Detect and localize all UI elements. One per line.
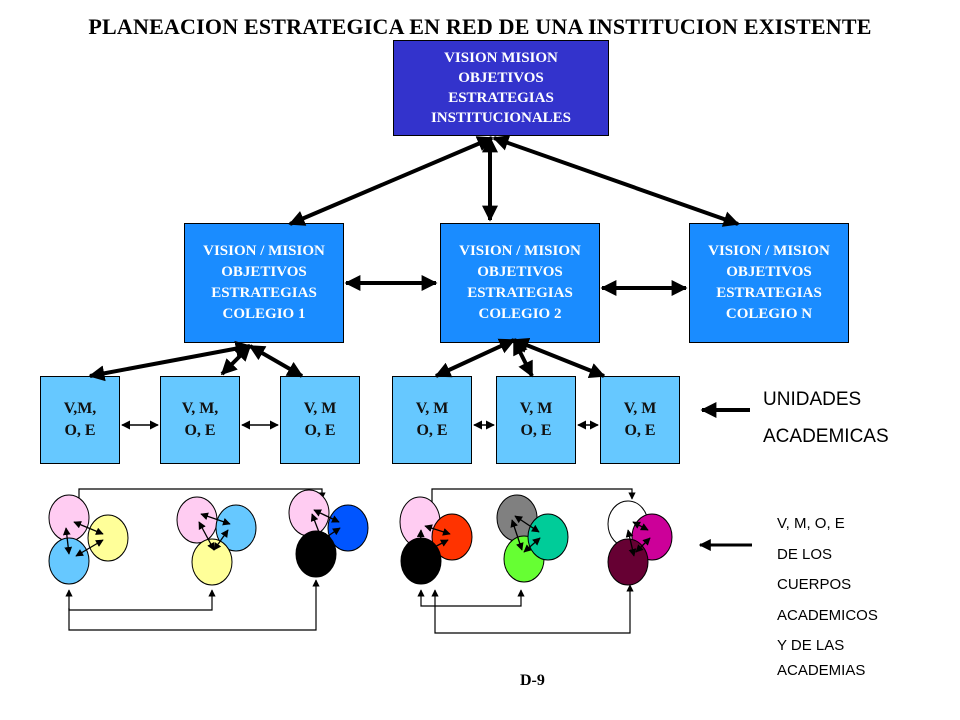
inner-arrow-3-bc — [321, 527, 341, 541]
unit-box-1: V,M, O, E — [40, 376, 120, 464]
bracket-bottom-right-inner — [417, 589, 525, 607]
bracket-top-left — [78, 488, 326, 505]
units-label-line-2: ACADEMICAS — [763, 426, 889, 447]
college-n-box: VISION / MISION OBJETIVOS ESTRATEGIAS CO… — [689, 223, 849, 343]
inner-arrow-5-ab — [514, 515, 540, 533]
inner-arrow-5-ac — [510, 519, 524, 551]
circle-group-3-c — [295, 530, 337, 578]
circle-group-5-b — [527, 513, 569, 561]
college-n-line-2: OBJETIVOS — [726, 264, 812, 280]
bodies-label-line-4: ACADEMICOS — [777, 606, 878, 624]
inner-arrow-3-ab — [313, 509, 340, 523]
arrow-college-1-unit-3 — [248, 344, 304, 378]
bracket-bottom-left-outer — [68, 579, 320, 631]
college-1-line-2: OBJETIVOS — [221, 264, 307, 280]
units-label-line-1: UNIDADES — [763, 389, 862, 410]
unit-6-line-2: O, E — [624, 422, 656, 439]
inner-arrow-2-bc — [213, 529, 229, 551]
bracket-bottom-left-inner — [65, 589, 216, 611]
college-1-line-4: COLEGIO 1 — [222, 306, 306, 322]
unit-4-line-1: V, M — [415, 400, 449, 417]
circle-group-1-b — [87, 514, 129, 562]
circle-group-1-c — [48, 537, 90, 585]
bodies-label-line-3: CUERPOS — [777, 576, 852, 593]
circle-group-1-a — [48, 494, 90, 542]
bodies-label-line-1: V, M, O, E — [777, 515, 845, 532]
unit-6-line-1: V, M — [623, 400, 657, 417]
college-2-line-3: ESTRATEGIAS — [467, 285, 573, 301]
circle-group-3-a — [288, 489, 330, 537]
college-n-line-4: COLEGIO N — [725, 306, 813, 322]
bodies-label-line-6: ACADEMIAS — [777, 661, 866, 679]
bodies-label-line-2: DE LOS — [777, 545, 833, 563]
college-2-line-4: COLEGIO 2 — [478, 306, 562, 322]
college-n-line-3: ESTRATEGIAS — [716, 285, 822, 301]
unit-3-line-2: O, E — [304, 422, 336, 439]
college-n-line-1: VISION / MISION — [708, 243, 830, 259]
unit-2-line-2: O, E — [184, 422, 216, 439]
college-1-box: VISION / MISION OBJETIVOS ESTRATEGIAS CO… — [184, 223, 344, 343]
bodies-label: V, M, O, E DE LOS CUERPOS ACADEMICOS Y D… — [777, 509, 878, 680]
unit-2-line-1: V, M, — [181, 400, 219, 417]
unit-5-line-1: V, M — [519, 400, 553, 417]
arrow-college-2-unit-4 — [434, 338, 516, 378]
college-2-line-1: VISION / MISION — [459, 243, 581, 259]
institutional-box: VISION MISION OBJETIVOS ESTRATEGIAS INST… — [393, 40, 609, 136]
unit-box-6: V, M O, E — [600, 376, 680, 464]
arrow-institution-college-n — [492, 135, 740, 227]
inner-arrow-4-ab — [424, 524, 451, 536]
institutional-line-1: VISION MISION — [444, 50, 558, 66]
unit-box-3: V, M O, E — [280, 376, 360, 464]
bracket-top-right — [431, 488, 636, 505]
inner-arrow-6-ac — [625, 529, 637, 557]
circle-group-2-a — [176, 496, 218, 544]
unit-5-line-2: O, E — [520, 422, 552, 439]
college-2-line-2: OBJETIVOS — [477, 264, 563, 280]
page-title: PLANEACION ESTRATEGICA EN RED DE UNA INS… — [88, 14, 872, 39]
college-1-line-1: VISION / MISION — [203, 243, 325, 259]
bodies-label-line-5: Y DE LAS — [777, 637, 845, 654]
institutional-line-2: OBJETIVOS — [458, 70, 544, 86]
unit-box-4: V, M O, E — [392, 376, 472, 464]
inner-arrow-1-bc — [75, 539, 104, 557]
units-label: UNIDADES ACADEMICAS — [763, 381, 889, 455]
inner-arrow-3-ac — [310, 513, 324, 541]
institutional-line-4: INSTITUCIONALES — [430, 110, 572, 126]
unit-box-5: V, M O, E — [496, 376, 576, 464]
unit-1-line-2: O, E — [64, 422, 96, 439]
inner-arrow-1-ab — [73, 521, 104, 535]
inner-arrow-1-ac — [62, 527, 73, 555]
inner-arrows — [62, 509, 651, 557]
unit-1-line-1: V,M, — [63, 400, 97, 417]
inner-arrow-5-bc — [523, 537, 541, 553]
unit-box-2: V, M, O, E — [160, 376, 240, 464]
bracket-bottom-right-outer — [431, 584, 634, 634]
college-1-line-3: ESTRATEGIAS — [211, 285, 317, 301]
inner-arrow-4-ac — [416, 529, 425, 557]
slide-code: D-9 — [520, 672, 545, 689]
inner-arrow-4-bc — [424, 539, 449, 553]
arrow-college-2-unit-6 — [512, 337, 606, 379]
institutional-line-3: ESTRATEGIAS — [448, 90, 554, 106]
unit-4-line-2: O, E — [416, 422, 448, 439]
unit-3-line-1: V, M — [303, 400, 337, 417]
inner-arrow-2-ab — [200, 512, 231, 526]
inner-arrow-6-ab — [632, 521, 649, 531]
inner-arrow-6-bc — [635, 537, 651, 553]
inner-arrow-2-ac — [198, 521, 215, 551]
arrow-college-1-unit-2 — [220, 344, 252, 376]
arrow-institution-college-1 — [288, 136, 494, 226]
